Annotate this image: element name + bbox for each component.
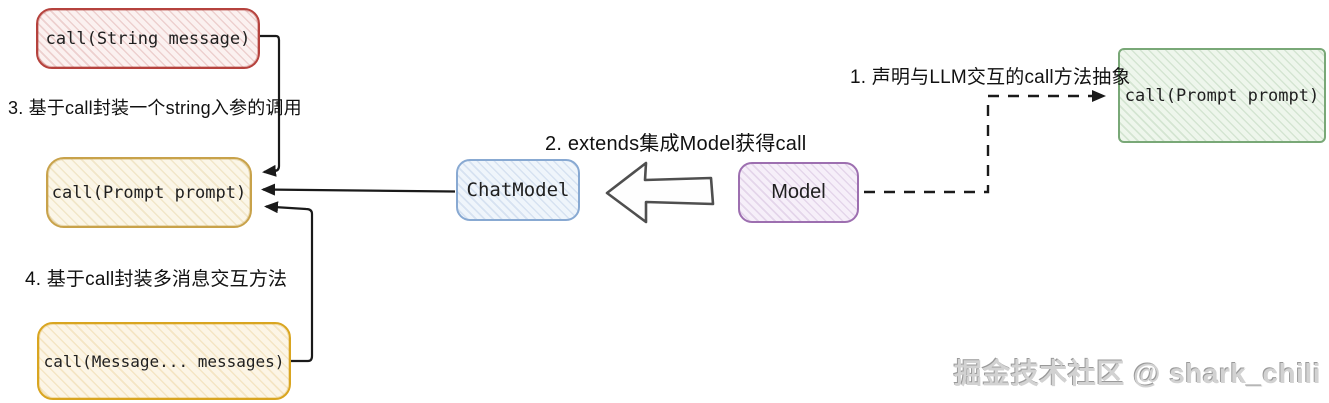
annotation-step2: 2. extends集成Model获得call (545, 127, 806, 156)
annotation-step4-text: 4. 基于call封装多消息交互方法 (25, 269, 288, 290)
node-model: Model (738, 162, 859, 223)
annotation-step2-text: 2. extends集成Model获得call (545, 133, 807, 155)
node-call-string-label: call(String message) (45, 28, 251, 49)
annotation-step1: 1. 声明与LLM交互的call方法抽象 (850, 62, 1131, 89)
node-call-messages: call(Message... messages) (37, 322, 291, 400)
node-call-string: call(String message) (36, 8, 260, 69)
node-model-label: Model (771, 181, 826, 203)
node-abstract-call-prompt-label: call(Prompt prompt) (1124, 85, 1320, 106)
extends-block-arrow (605, 161, 715, 224)
watermark-text: 掘金技术社区 @ shark_chili (953, 358, 1321, 389)
node-call-prompt: call(Prompt prompt) (46, 157, 252, 228)
node-chatmodel: ChatModel (456, 159, 580, 221)
node-call-prompt-label: call(Prompt prompt) (51, 182, 247, 203)
node-abstract-call-prompt: call(Prompt prompt) (1118, 48, 1326, 143)
node-chatmodel-label: ChatModel (466, 179, 570, 201)
annotation-step1-text: 1. 声明与LLM交互的call方法抽象 (850, 67, 1131, 88)
node-call-messages-label: call(Message... messages) (43, 351, 285, 371)
connector-model-to-abstract-call (864, 90, 1106, 194)
annotation-step3: 3. 基于call封装一个string入参的调用 (8, 94, 302, 120)
connector-chatmodel-to-callprompt (261, 183, 456, 196)
watermark: 掘金技术社区 @ shark_chili (954, 352, 1321, 392)
annotation-step4: 4. 基于call封装多消息交互方法 (25, 264, 287, 291)
annotation-step3-text: 3. 基于call封装一个string入参的调用 (8, 98, 302, 118)
